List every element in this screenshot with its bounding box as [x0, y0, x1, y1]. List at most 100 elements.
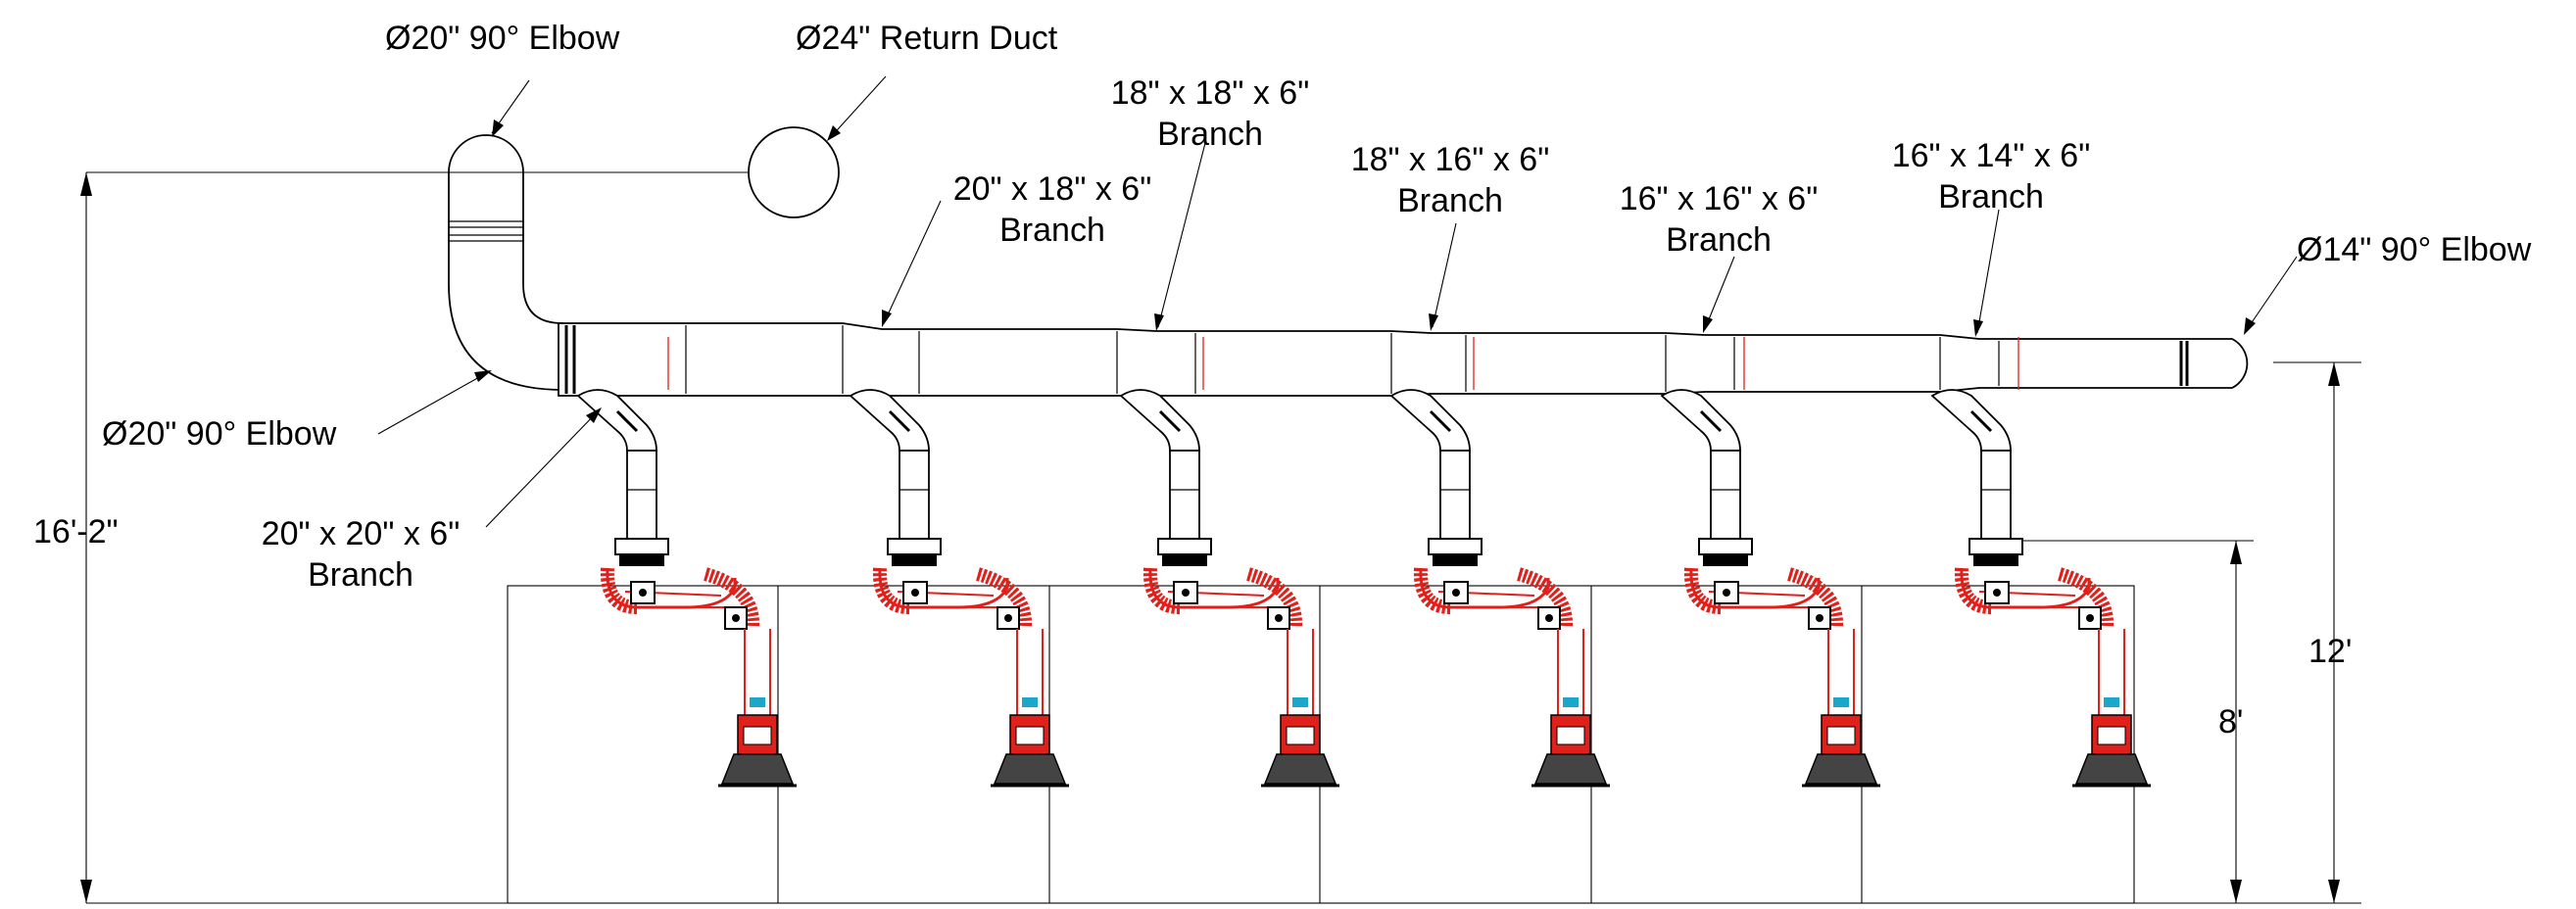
riser-duct [448, 134, 563, 391]
return-duct-circle [748, 126, 840, 218]
mount-flange [1698, 538, 1753, 555]
hood-handle [1292, 697, 1308, 707]
mount-bracket [1433, 554, 1478, 566]
boot-seam [1699, 409, 1723, 433]
branch-20x18-label: 20" x 18" x 6" Branch [937, 168, 1168, 251]
branch-drop [1389, 389, 1610, 788]
mount-flange [614, 538, 669, 555]
branch-20x18-word: Branch [999, 212, 1105, 249]
branch-18x16-label: 18" x 16" x 6" Branch [1335, 139, 1566, 221]
mount-flange [1968, 538, 2023, 555]
arm-hose-bend [600, 567, 638, 614]
branch-drop [1119, 389, 1339, 788]
mount-bracket [892, 554, 937, 566]
hood-window [743, 726, 772, 745]
branch-drop [576, 389, 797, 788]
branch-boot [1930, 389, 2012, 452]
mount-flange [1428, 538, 1482, 555]
arm-pivot [1275, 614, 1283, 622]
arm-pivot [639, 589, 647, 597]
arm-hose-bend [872, 567, 910, 614]
hood-handle [1833, 697, 1849, 707]
branch-20x20-size: 20" x 20" x 6" [261, 515, 461, 552]
drop-duct [1439, 450, 1471, 540]
duct-height-dimension [2273, 361, 2361, 903]
mount-bracket [1162, 554, 1207, 566]
hood-cone [1263, 753, 1337, 785]
hood-window [1826, 726, 1856, 745]
arm-pivot [1993, 589, 2001, 597]
overall-height-label: 16'-2" [33, 513, 119, 550]
end-elbow-label: Ø14" 90° Elbow [2297, 231, 2532, 268]
hood-window [1556, 726, 1585, 745]
hood-window [1015, 726, 1045, 745]
branch-16x16-label: 16" x 16" x 6" Branch [1603, 178, 1834, 261]
branch-16x16-word: Branch [1666, 221, 1772, 259]
drop-duct [1980, 450, 2012, 540]
duct-height-label: 12' [2309, 633, 2353, 670]
branch-16x16-size: 16" x 16" x 6" [1619, 180, 1819, 217]
arm-hose-bend-2 [703, 567, 760, 628]
leader-lines [377, 75, 2298, 528]
branch-boot [1660, 389, 1741, 452]
arm-hose-bend-2 [1245, 567, 1303, 628]
hood-handle [1022, 697, 1038, 707]
arm-hose-bend [1683, 567, 1722, 614]
arm-pivot [1545, 614, 1553, 622]
hood-cone [720, 753, 795, 785]
arm-hose-bend-2 [975, 567, 1033, 628]
arm-hose-bend [1142, 567, 1181, 614]
branch-drop [1660, 389, 1880, 788]
branch-18x18-label: 18" x 18" x 6" Branch [1103, 72, 1317, 155]
hood-cone [1533, 753, 1608, 785]
arm-pivot [911, 589, 919, 597]
arm-pivot [1452, 589, 1460, 597]
booth-height-dimension [2018, 540, 2254, 903]
arm-hose-bend [1413, 567, 1451, 614]
hood-handle [2104, 697, 2119, 707]
top-elbow-label: Ø20" 90° Elbow [385, 20, 620, 57]
drop-duct [1710, 450, 1741, 540]
hood-window [1286, 726, 1315, 745]
arm-pivot [1816, 614, 1823, 622]
branch-boot [576, 389, 657, 452]
branch-20x20-word: Branch [308, 556, 413, 594]
hood-cone [1804, 753, 1878, 785]
arm-pivot [1723, 589, 1730, 597]
mount-bracket [1703, 554, 1748, 566]
branch-20x18-size: 20" x 18" x 6" [952, 170, 1152, 208]
branch-drop [849, 389, 1069, 788]
main-duct [558, 322, 2249, 397]
boot-seam [1158, 409, 1182, 433]
mount-bracket [619, 554, 664, 566]
mount-flange [887, 538, 942, 555]
drop-duct [1169, 450, 1200, 540]
arm-pivot [1182, 589, 1190, 597]
hood-cone [993, 753, 1067, 785]
lower-elbow-label: Ø20" 90° Elbow [102, 415, 337, 453]
hood-cone [2074, 753, 2149, 785]
branch-18x18-size: 18" x 18" x 6" [1110, 74, 1310, 112]
boot-seam [888, 409, 911, 433]
drop-duct [626, 450, 657, 540]
arm-hose-bend-2 [2057, 567, 2114, 628]
return-duct-label: Ø24" Return Duct [796, 20, 1058, 57]
hood-handle [1563, 697, 1579, 707]
branch-drop [1930, 389, 2151, 788]
arm-pivot [1004, 614, 1012, 622]
arm-hose-bend-2 [1516, 567, 1574, 628]
branch-16x14-word: Branch [1938, 178, 2044, 215]
branch-boot [1389, 389, 1471, 452]
branch-18x16-size: 18" x 16" x 6" [1350, 141, 1550, 178]
boot-seam [1969, 409, 1993, 433]
branch-boot [1119, 389, 1200, 452]
booth-height-label: 8' [2218, 703, 2244, 741]
drop-duct [899, 450, 930, 540]
boot-seam [615, 409, 639, 433]
arm-pivot [2086, 614, 2094, 622]
branch-16x14-label: 16" x 14" x 6" Branch [1875, 135, 2107, 217]
branch-drops [576, 389, 2151, 788]
mount-bracket [1973, 554, 2018, 566]
mount-flange [1157, 538, 1212, 555]
